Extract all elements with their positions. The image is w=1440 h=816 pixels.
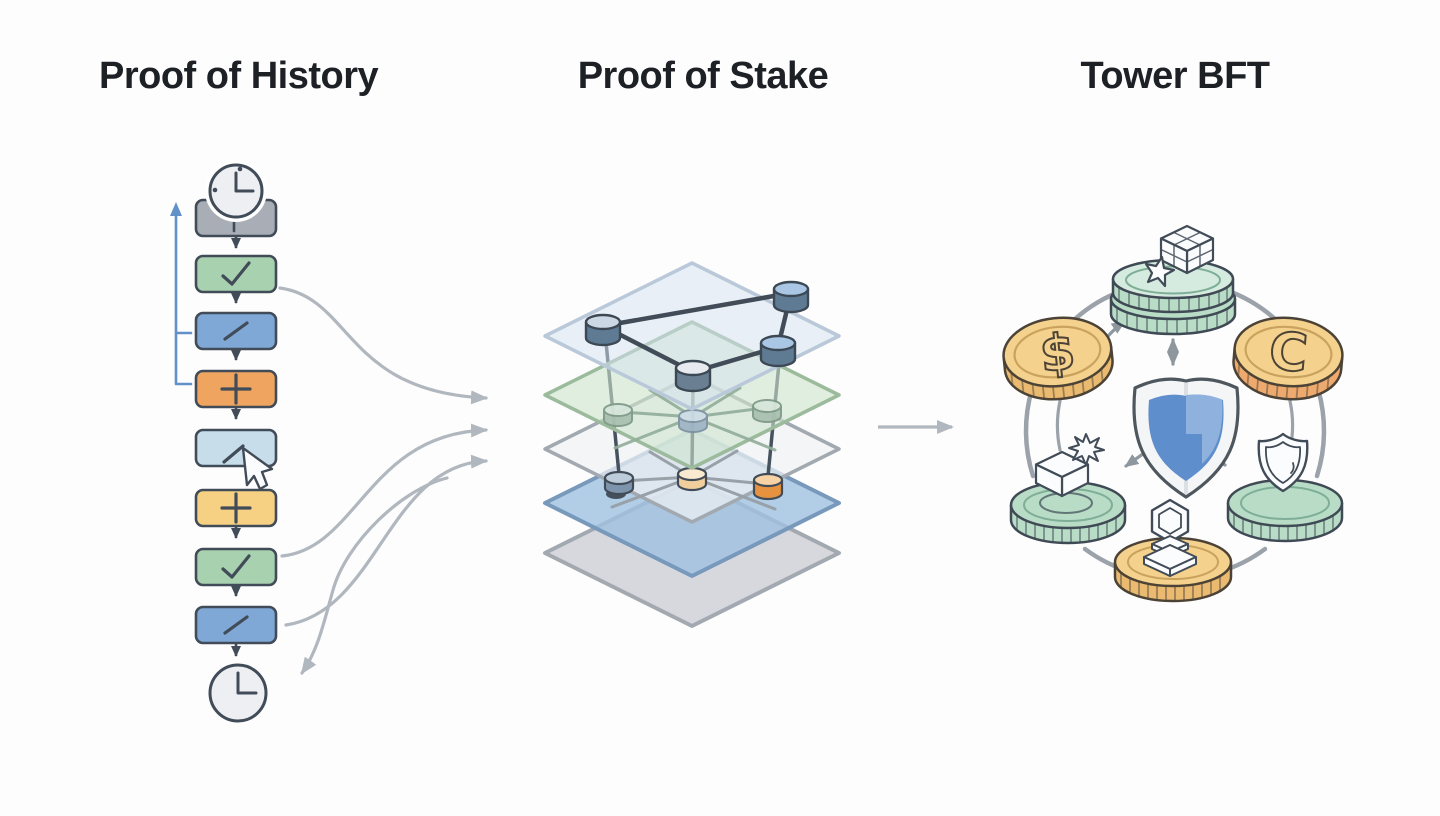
poh-block-icons	[220, 217, 252, 635]
slash-icon	[222, 444, 245, 464]
mid-hub-network	[603, 386, 782, 452]
plus-icon	[220, 492, 252, 524]
node-green	[752, 399, 782, 423]
small-shield-icon	[1257, 432, 1309, 493]
up-arrowhead-icon	[170, 202, 182, 216]
validator-node	[674, 359, 712, 393]
node-green	[603, 403, 633, 427]
hexagon-token-coin	[1113, 498, 1233, 603]
node-orange	[752, 472, 784, 501]
slab-stack-icon	[1143, 535, 1197, 577]
proof-of-history-title: Proof of History	[99, 55, 379, 97]
tower-bft-diagram: $ C	[1002, 224, 1344, 603]
proof-of-history-diagram	[170, 160, 488, 723]
poh-block-check-2	[194, 547, 278, 587]
validator-node	[584, 313, 622, 347]
dollar-coin: $	[1002, 316, 1114, 405]
check-icon	[221, 261, 251, 286]
shield-outline-coin	[1226, 432, 1344, 543]
check-icon	[221, 554, 251, 579]
proof-of-stake-diagram	[543, 261, 841, 628]
poh-chain-blocks	[194, 198, 278, 645]
node-cream	[676, 466, 708, 492]
node-bluegray	[678, 409, 708, 433]
clock-end-icon	[208, 663, 268, 723]
node-bluegray	[603, 470, 635, 496]
poh-block-check-1	[194, 254, 278, 294]
slash-icon	[223, 615, 249, 635]
c-coin: C	[1232, 316, 1344, 404]
clock-start-icon	[205, 160, 267, 222]
flow-arrows-to-stake	[278, 286, 488, 675]
cube-icon	[1159, 224, 1215, 275]
box-burst-coin	[1009, 433, 1127, 545]
c-glyph: C	[1267, 321, 1310, 384]
proof-of-stake-title: Proof of Stake	[577, 55, 829, 97]
lower-hub-network	[603, 449, 784, 511]
flow-arrow-1	[278, 286, 488, 405]
burst-icon	[1068, 433, 1105, 466]
tower-bft-title: Tower BFT	[1080, 55, 1270, 97]
cube-star-coin-stack	[1109, 224, 1237, 336]
validator-node	[759, 334, 797, 368]
poh-block-cursor	[194, 428, 278, 468]
dollar-glyph: $	[1037, 322, 1078, 383]
cursor-pointer-icon	[241, 446, 274, 491]
flow-arrow-return	[300, 476, 449, 675]
star-icon	[1144, 255, 1176, 288]
slash-icon	[223, 321, 249, 341]
top-validator-network	[584, 280, 810, 393]
flow-arrow-2	[280, 423, 488, 558]
flow-arrow-3	[284, 454, 488, 627]
loop-bracket-arrow	[170, 202, 193, 386]
shield-icon	[1132, 377, 1240, 499]
plus-icon	[220, 373, 252, 405]
validator-node	[772, 280, 810, 314]
